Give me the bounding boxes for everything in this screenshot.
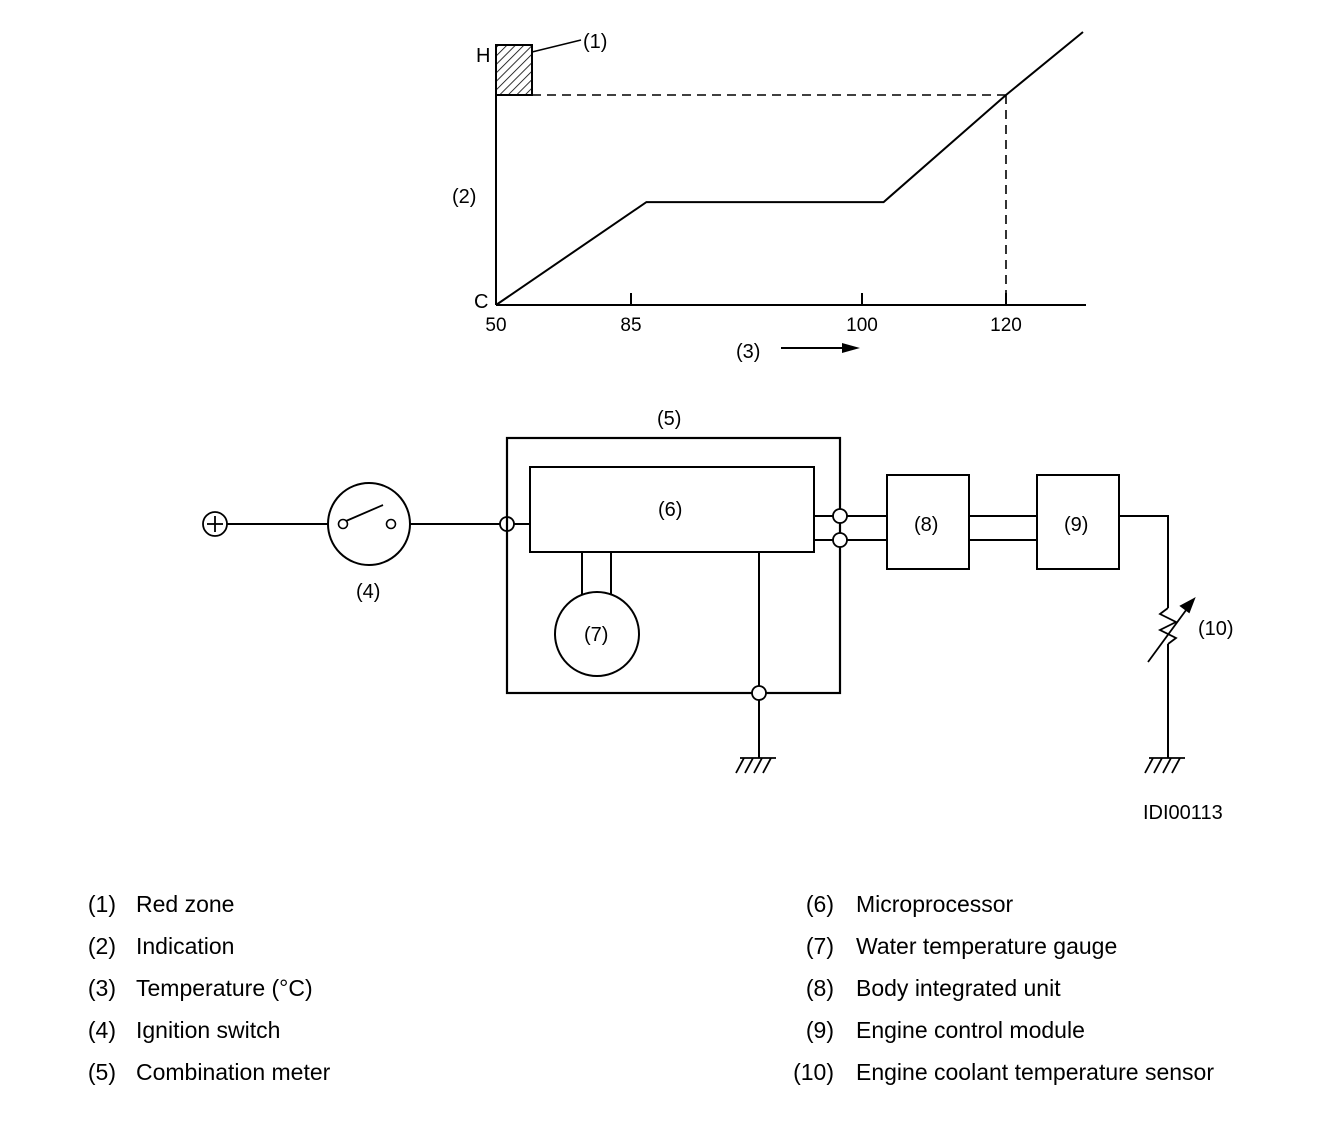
ecm-callout: (9) xyxy=(1064,514,1088,536)
legend-text: Ignition switch xyxy=(136,1017,281,1043)
microprocessor-callout: (6) xyxy=(658,499,682,521)
ignition-switch-callout: (4) xyxy=(356,581,380,603)
combination-meter-box xyxy=(505,436,842,695)
x-tick-label: 50 xyxy=(485,315,506,336)
legend-number: (4) xyxy=(87,1017,116,1043)
x-tick-label: 85 xyxy=(620,315,641,336)
temperature-graph xyxy=(495,31,1086,306)
legend-text: Red zone xyxy=(136,891,235,917)
legend-right: (6) Microprocessor (7) Water temperature g… xyxy=(788,883,1214,1093)
y-bottom-label: C xyxy=(474,291,488,313)
figure-id: IDI00113 xyxy=(1143,802,1223,824)
body-unit-callout: (8) xyxy=(914,514,938,536)
legend-text: Engine control module xyxy=(856,1017,1085,1043)
thermistor-icon xyxy=(1147,597,1196,663)
red-zone-marker xyxy=(495,44,533,96)
legend-text: Indication xyxy=(136,933,235,959)
legend-item: (8) Body integrated unit xyxy=(788,967,1214,1009)
legend-text: Water temperature gauge xyxy=(856,933,1118,959)
legend-number: (2) xyxy=(87,933,116,959)
x-tick-labels: 50 85 100 120 xyxy=(485,315,1021,336)
wire-ecm-to-sensor xyxy=(1119,515,1169,608)
y-top-label: H xyxy=(476,45,490,67)
legend-text: Combination meter xyxy=(136,1059,331,1085)
indication-callout: (2) xyxy=(452,186,476,208)
legend-number: (3) xyxy=(87,975,116,1001)
legend-left: (1) Red zone (2) Indication (3) Temperature… xyxy=(80,883,330,1093)
legend-number: (1) xyxy=(87,891,116,917)
legend-text: Temperature (°C) xyxy=(136,975,313,1001)
red-zone-callout: (1) xyxy=(583,31,607,53)
legend-item: (9) Engine control module xyxy=(788,1009,1214,1051)
battery-positive-icon xyxy=(202,511,228,537)
combination-meter-callout: (5) xyxy=(657,408,681,430)
legend-item: (1) Red zone xyxy=(80,883,330,925)
ground-icon xyxy=(735,757,776,774)
legend-number: (9) xyxy=(805,1017,834,1043)
sensor-callout: (10) xyxy=(1198,618,1234,640)
water-temperature-gauge-icon xyxy=(554,591,640,677)
legend-text: Engine coolant temperature sensor xyxy=(856,1059,1214,1085)
legend-number: (10) xyxy=(793,1059,834,1085)
legend-item: (5) Combination meter xyxy=(80,1051,330,1093)
legend-text: Microprocessor xyxy=(856,891,1014,917)
temperature-callout: (3) xyxy=(736,341,760,363)
engine-control-module-box xyxy=(1036,474,1120,570)
legend-text: Body integrated unit xyxy=(856,975,1061,1001)
gauge-callout: (7) xyxy=(584,624,608,646)
legend-number: (5) xyxy=(87,1059,116,1085)
ignition-switch-icon xyxy=(327,482,411,566)
legend-item: (4) Ignition switch xyxy=(80,1009,330,1051)
legend-item: (3) Temperature (°C) xyxy=(80,967,330,1009)
legend-item: (10) Engine coolant temperature sensor xyxy=(788,1051,1214,1093)
temperature-arrow xyxy=(781,343,860,353)
legend-number: (8) xyxy=(805,975,834,1001)
sensor-ground-icon xyxy=(1144,757,1185,774)
ground-terminal xyxy=(751,685,767,701)
body-integrated-unit-box xyxy=(886,474,970,570)
meter-output-terminal-2 xyxy=(832,532,848,548)
indication-curve xyxy=(495,31,1084,306)
legend-number: (7) xyxy=(805,933,834,959)
x-tick-marks xyxy=(630,293,1007,305)
red-zone-leader xyxy=(531,39,582,53)
microprocessor-box xyxy=(529,466,815,553)
legend-number: (6) xyxy=(805,891,834,917)
legend-item: (2) Indication xyxy=(80,925,330,967)
meter-output-terminal-1 xyxy=(832,508,848,524)
legend-item: (6) Microprocessor xyxy=(788,883,1214,925)
x-tick-label: 120 xyxy=(990,315,1022,336)
circuit-diagram xyxy=(202,436,1196,774)
x-tick-label: 100 xyxy=(846,315,878,336)
legend-item: (7) Water temperature gauge xyxy=(788,925,1214,967)
